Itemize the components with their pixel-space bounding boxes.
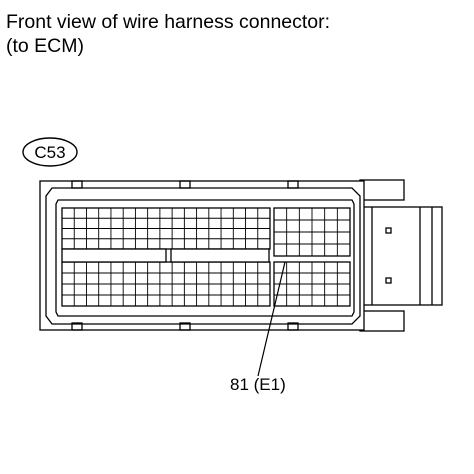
title-line-1: Front view of wire harness connector:: [6, 11, 331, 33]
connector-latch: [359, 179, 443, 332]
center-divider: [61, 248, 270, 263]
title-line-2: (to ECM): [6, 35, 84, 57]
terminal-grid-right-lower: [273, 261, 351, 307]
connector-code-text: C53: [34, 143, 65, 162]
terminal-grid-left-upper: [61, 207, 271, 250]
diagram-title: Front view of wire harness connector: (t…: [6, 10, 330, 58]
connector-code-badge: C53: [22, 137, 78, 167]
callout-leader-line: [257, 261, 286, 377]
terminal-grid-left-lower: [61, 261, 271, 307]
callout-label: 81 (E1): [230, 375, 286, 394]
terminal-grid-right-upper: [273, 207, 351, 257]
